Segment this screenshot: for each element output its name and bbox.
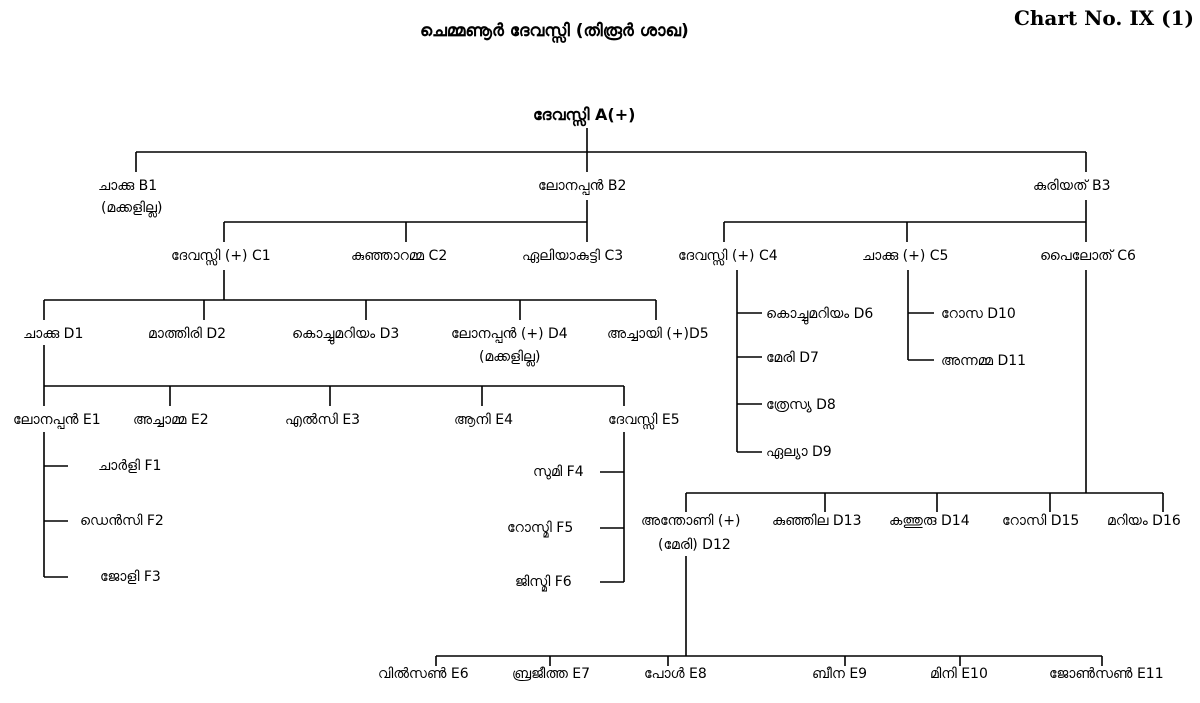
chart-title: ചെമ്മണൂർ ദേവസ്സി (തിരൂർ ശാഖ) [420,21,689,41]
node-b2: ലോനപ്പൻ B2 [538,178,627,194]
connector-e5-f [600,432,625,583]
node-d16: മറിയം D16 [1107,513,1181,529]
node-c2: കുഞ്ഞാറമ്മ C2 [351,248,448,264]
node-e2: അച്ചാമ്മ E2 [133,412,209,428]
node-e6: വിൽസൺ E6 [378,666,469,682]
node-b1: ചാക്കു B1 [98,178,158,194]
node-d1: ചാക്കു D1 [23,326,84,342]
node-e5: ദേവസ്സി E5 [608,412,680,428]
node-d9: ഏല്യാ D9 [766,444,832,460]
node-d12: അന്തോണി (+) [641,513,741,529]
node-e7: ബ്രജീത്ത E7 [512,666,591,682]
node-d3: കൊച്ചുമറിയം D3 [292,326,400,342]
connector-b2-c [223,200,588,242]
connector-c4-d [736,270,762,453]
node-f5: റോസ്മി F5 [507,520,574,536]
node-d15: റോസി D15 [1002,513,1080,529]
node-f1: ചാർളി F1 [98,458,162,474]
chart-number: Chart No. IX (1) [1013,6,1194,30]
node-d8: ത്രേസ്യ D8 [766,397,836,413]
node-d4: ലോനപ്പൻ (+) D4 [451,326,568,342]
node-d4-note: (മക്കളില്ല) [479,349,541,365]
node-e10: മിനി E10 [930,666,988,682]
connector-c5-d [907,270,934,361]
node-d11: അന്നമ്മ D11 [941,353,1027,369]
node-d13: കുഞ്ഞില D13 [772,513,862,529]
node-d7: മേരി D7 [766,350,819,366]
node-c4: ദേവസ്സി (+) C4 [678,248,778,264]
node-f3: ജോളി F3 [100,569,161,585]
node-c1: ദേവസ്സി (+) C1 [171,248,271,264]
node-b1-note: (മക്കളില്ല) [101,200,163,216]
node-c5: ചാക്കു (+) C5 [862,248,949,264]
node-e1: ലോനപ്പൻ E1 [13,412,101,428]
node-c3: ഏലിയാകുട്ടി C3 [522,248,624,264]
node-e3: എൽസി E3 [285,412,361,428]
node-f6: ജിസ്മി F6 [515,574,572,590]
node-e9: ബീന E9 [812,666,868,682]
node-root: ദേവസ്സി A(+) [533,105,636,124]
node-d10: റോസ D10 [941,306,1016,322]
node-f4: സുമി F4 [533,464,584,480]
node-d12-line2: (മേരി) D12 [658,537,731,553]
connector-d12-e [435,556,1103,666]
connector-c6-d [685,270,1164,512]
connector-b3-c [723,200,1087,242]
connector-root-b [135,128,1087,172]
node-e8: പോൾ E8 [644,666,707,682]
node-d5: അച്ചായി (+)D5 [607,326,709,342]
node-d6: കൊച്ചുമറിയം D6 [766,306,874,322]
connector-e1-f [43,432,68,578]
node-e4: ആനി E4 [454,412,513,428]
connector-d1-e [43,345,625,406]
node-d2: മാത്തിരി D2 [148,326,227,342]
node-d14: കത്തുരു D14 [889,513,970,529]
node-e11: ജോൺസൺ E11 [1049,666,1164,682]
node-f2: ഡെൻസി F2 [80,513,164,529]
node-b3: കുരിയത് B3 [1033,178,1111,194]
connector-c1-d [43,270,657,320]
node-c6: പൈലോത് C6 [1040,248,1136,264]
